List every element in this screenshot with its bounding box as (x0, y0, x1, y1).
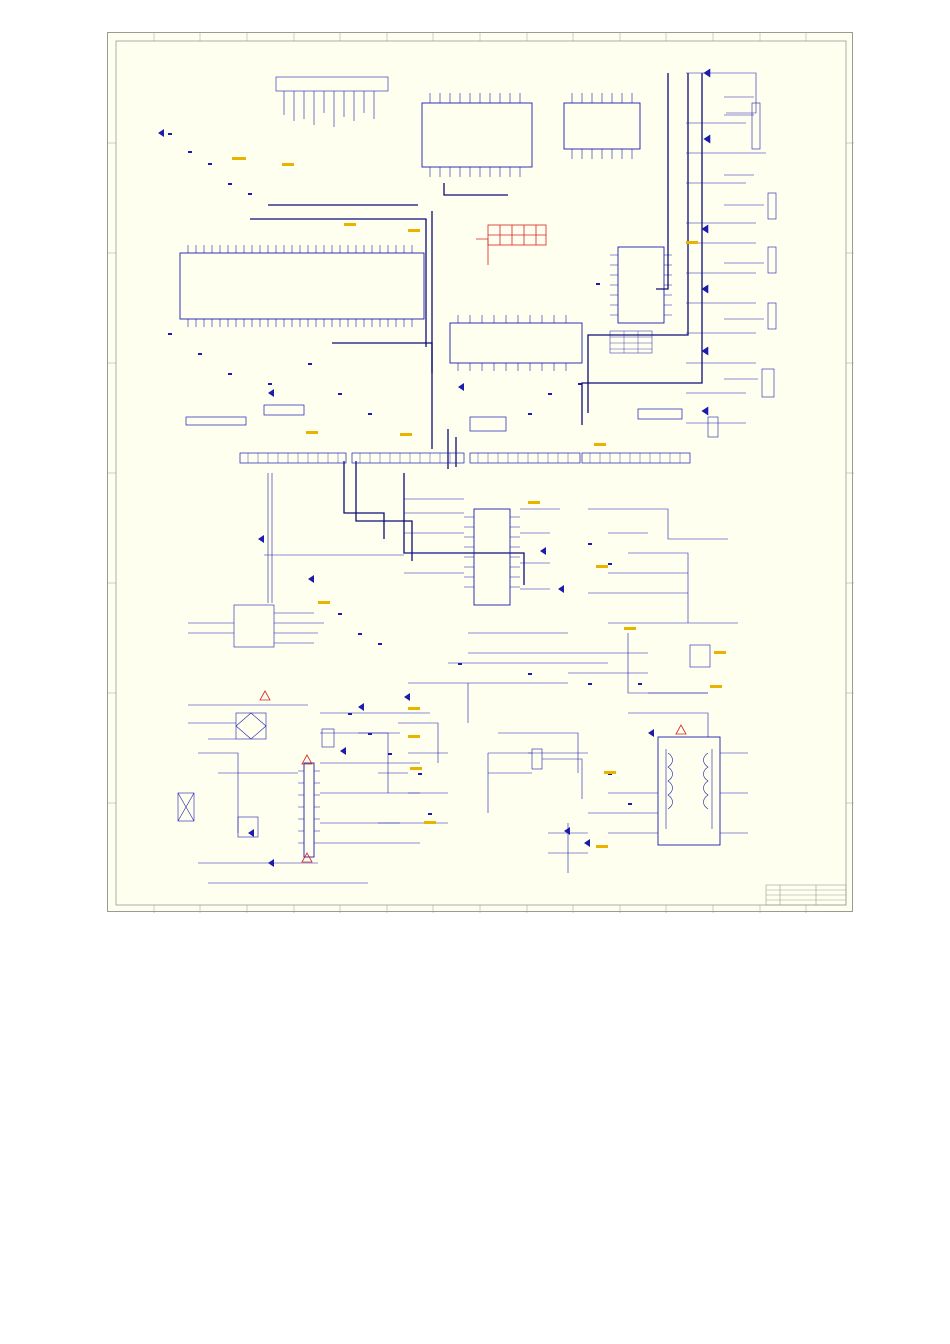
warning-triangle-icon (259, 690, 271, 701)
main-ic-pins-bottom (187, 319, 413, 327)
small-connector-1 (263, 404, 305, 416)
eeprom-ic (421, 102, 533, 168)
connector-cn2 (351, 452, 465, 464)
main-processor-ic (179, 252, 425, 320)
main-transformer (303, 762, 315, 858)
right-output-stages (686, 68, 777, 438)
ac-input-block (177, 792, 195, 822)
highlight-table (476, 224, 547, 265)
output-connector-3 (767, 246, 777, 274)
flyback-section (488, 692, 748, 873)
zone-ticks (108, 33, 854, 913)
output-connector-2 (767, 192, 777, 220)
pwm-ic (237, 816, 259, 838)
hv-connector (531, 748, 543, 770)
info-table (609, 330, 653, 354)
connector-cn4 (581, 452, 691, 464)
small-connector-4 (637, 408, 683, 420)
output-connector-6 (707, 416, 719, 438)
deflection-ic (473, 508, 511, 606)
schematic-drawing (108, 33, 854, 913)
small-connector-2 (185, 416, 247, 426)
audio-ic (449, 322, 583, 364)
flyback-transformer (657, 736, 721, 846)
output-connector-5 (761, 368, 775, 398)
title-block (765, 884, 847, 906)
warning-triangle-icon (301, 852, 313, 863)
output-connector-4 (767, 302, 777, 330)
jungle-connector (233, 604, 275, 648)
net-labels (232, 157, 726, 848)
main-ic-pins-top (187, 245, 413, 253)
inner-frame (115, 40, 847, 906)
middle-section (188, 473, 738, 813)
connector-cn1 (239, 452, 347, 464)
component-marks (158, 129, 654, 867)
connector-strips (185, 404, 691, 464)
power-supply-section (177, 704, 448, 884)
top-connector (275, 76, 389, 92)
tuner-ic (563, 102, 641, 150)
audio-out-connector (689, 644, 711, 668)
output-connector-1 (751, 102, 761, 150)
bridge-rectifier (235, 712, 267, 740)
connector-cn3 (469, 452, 581, 464)
warning-markers (259, 690, 687, 863)
warning-triangle-icon (675, 724, 687, 735)
regulator-module (321, 728, 335, 748)
video-ic (617, 246, 665, 324)
bus-lines (250, 73, 703, 585)
schematic-sheet (107, 32, 854, 913)
small-connector-3 (469, 416, 507, 432)
warning-triangle-icon (301, 754, 313, 765)
